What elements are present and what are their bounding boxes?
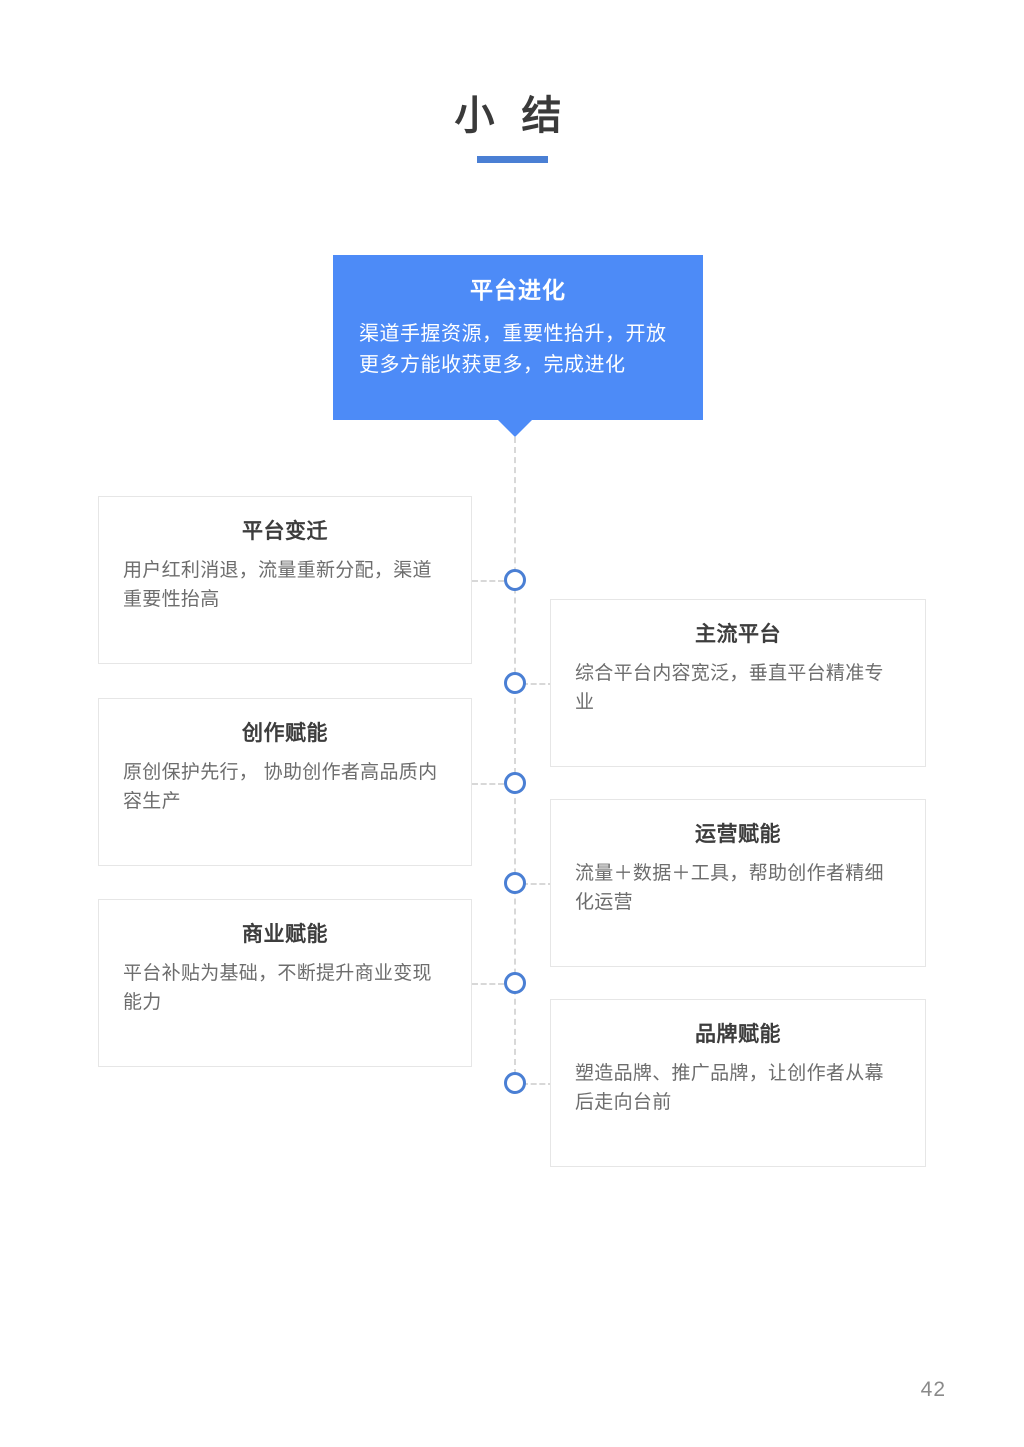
hero-card-pointer-triangle-icon: [498, 420, 532, 437]
card-title: 平台变迁: [242, 520, 328, 543]
timeline-connector-4: [522, 883, 554, 885]
hero-card-body: 渠道手握资源，重要性抬升，开放更多方能收获更多，完成进化: [359, 322, 667, 376]
card-body: 塑造品牌、推广品牌，让创作者从幕后走向台前: [575, 1063, 884, 1113]
hero-card-platform-evolution: 平台进化 渠道手握资源，重要性抬升，开放更多方能收获更多，完成进化: [333, 255, 703, 420]
card-title: 运营赋能: [695, 823, 781, 846]
card-title: 商业赋能: [242, 923, 328, 946]
timeline-dashed-line: [514, 437, 516, 1085]
card-body: 原创保护先行， 协助创作者高品质内容生产: [123, 762, 438, 812]
card-operations-empowerment[interactable]: 运营赋能 流量＋数据＋工具，帮助创作者精细化运营: [550, 799, 926, 967]
card-title: 创作赋能: [242, 722, 328, 745]
card-commercial-empowerment[interactable]: 商业赋能 平台补贴为基础，不断提升商业变现能力: [98, 899, 472, 1067]
timeline-node-1[interactable]: [504, 569, 526, 591]
card-title: 品牌赋能: [695, 1023, 781, 1046]
timeline-node-3[interactable]: [504, 772, 526, 794]
timeline-node-5[interactable]: [504, 972, 526, 994]
timeline-connector-2: [522, 683, 554, 685]
card-body: 综合平台内容宽泛，垂直平台精准专业: [575, 663, 884, 713]
card-body: 流量＋数据＋工具，帮助创作者精细化运营: [575, 863, 884, 913]
timeline-connector-1: [472, 580, 504, 582]
timeline-connector-3: [472, 783, 504, 785]
page-title: 小 结: [454, 94, 570, 138]
card-brand-empowerment[interactable]: 品牌赋能 塑造品牌、推广品牌，让创作者从幕后走向台前: [550, 999, 926, 1167]
card-title: 主流平台: [695, 623, 781, 646]
page-number: 42: [920, 1378, 946, 1401]
title-underline-rule: [477, 156, 548, 163]
card-body: 用户红利消退，流量重新分配，渠道重要性抬高: [123, 560, 432, 610]
timeline-node-4[interactable]: [504, 872, 526, 894]
timeline-node-6[interactable]: [504, 1072, 526, 1094]
timeline-connector-6: [522, 1083, 554, 1085]
timeline-connector-5: [472, 983, 504, 985]
hero-card-title: 平台进化: [470, 277, 566, 303]
card-platform-shift[interactable]: 平台变迁 用户红利消退，流量重新分配，渠道重要性抬高: [98, 496, 472, 664]
card-body: 平台补贴为基础，不断提升商业变现能力: [123, 963, 432, 1013]
timeline-node-2[interactable]: [504, 672, 526, 694]
card-creation-empowerment[interactable]: 创作赋能 原创保护先行， 协助创作者高品质内容生产: [98, 698, 472, 866]
card-mainstream-platform[interactable]: 主流平台 综合平台内容宽泛，垂直平台精准专业: [550, 599, 926, 767]
